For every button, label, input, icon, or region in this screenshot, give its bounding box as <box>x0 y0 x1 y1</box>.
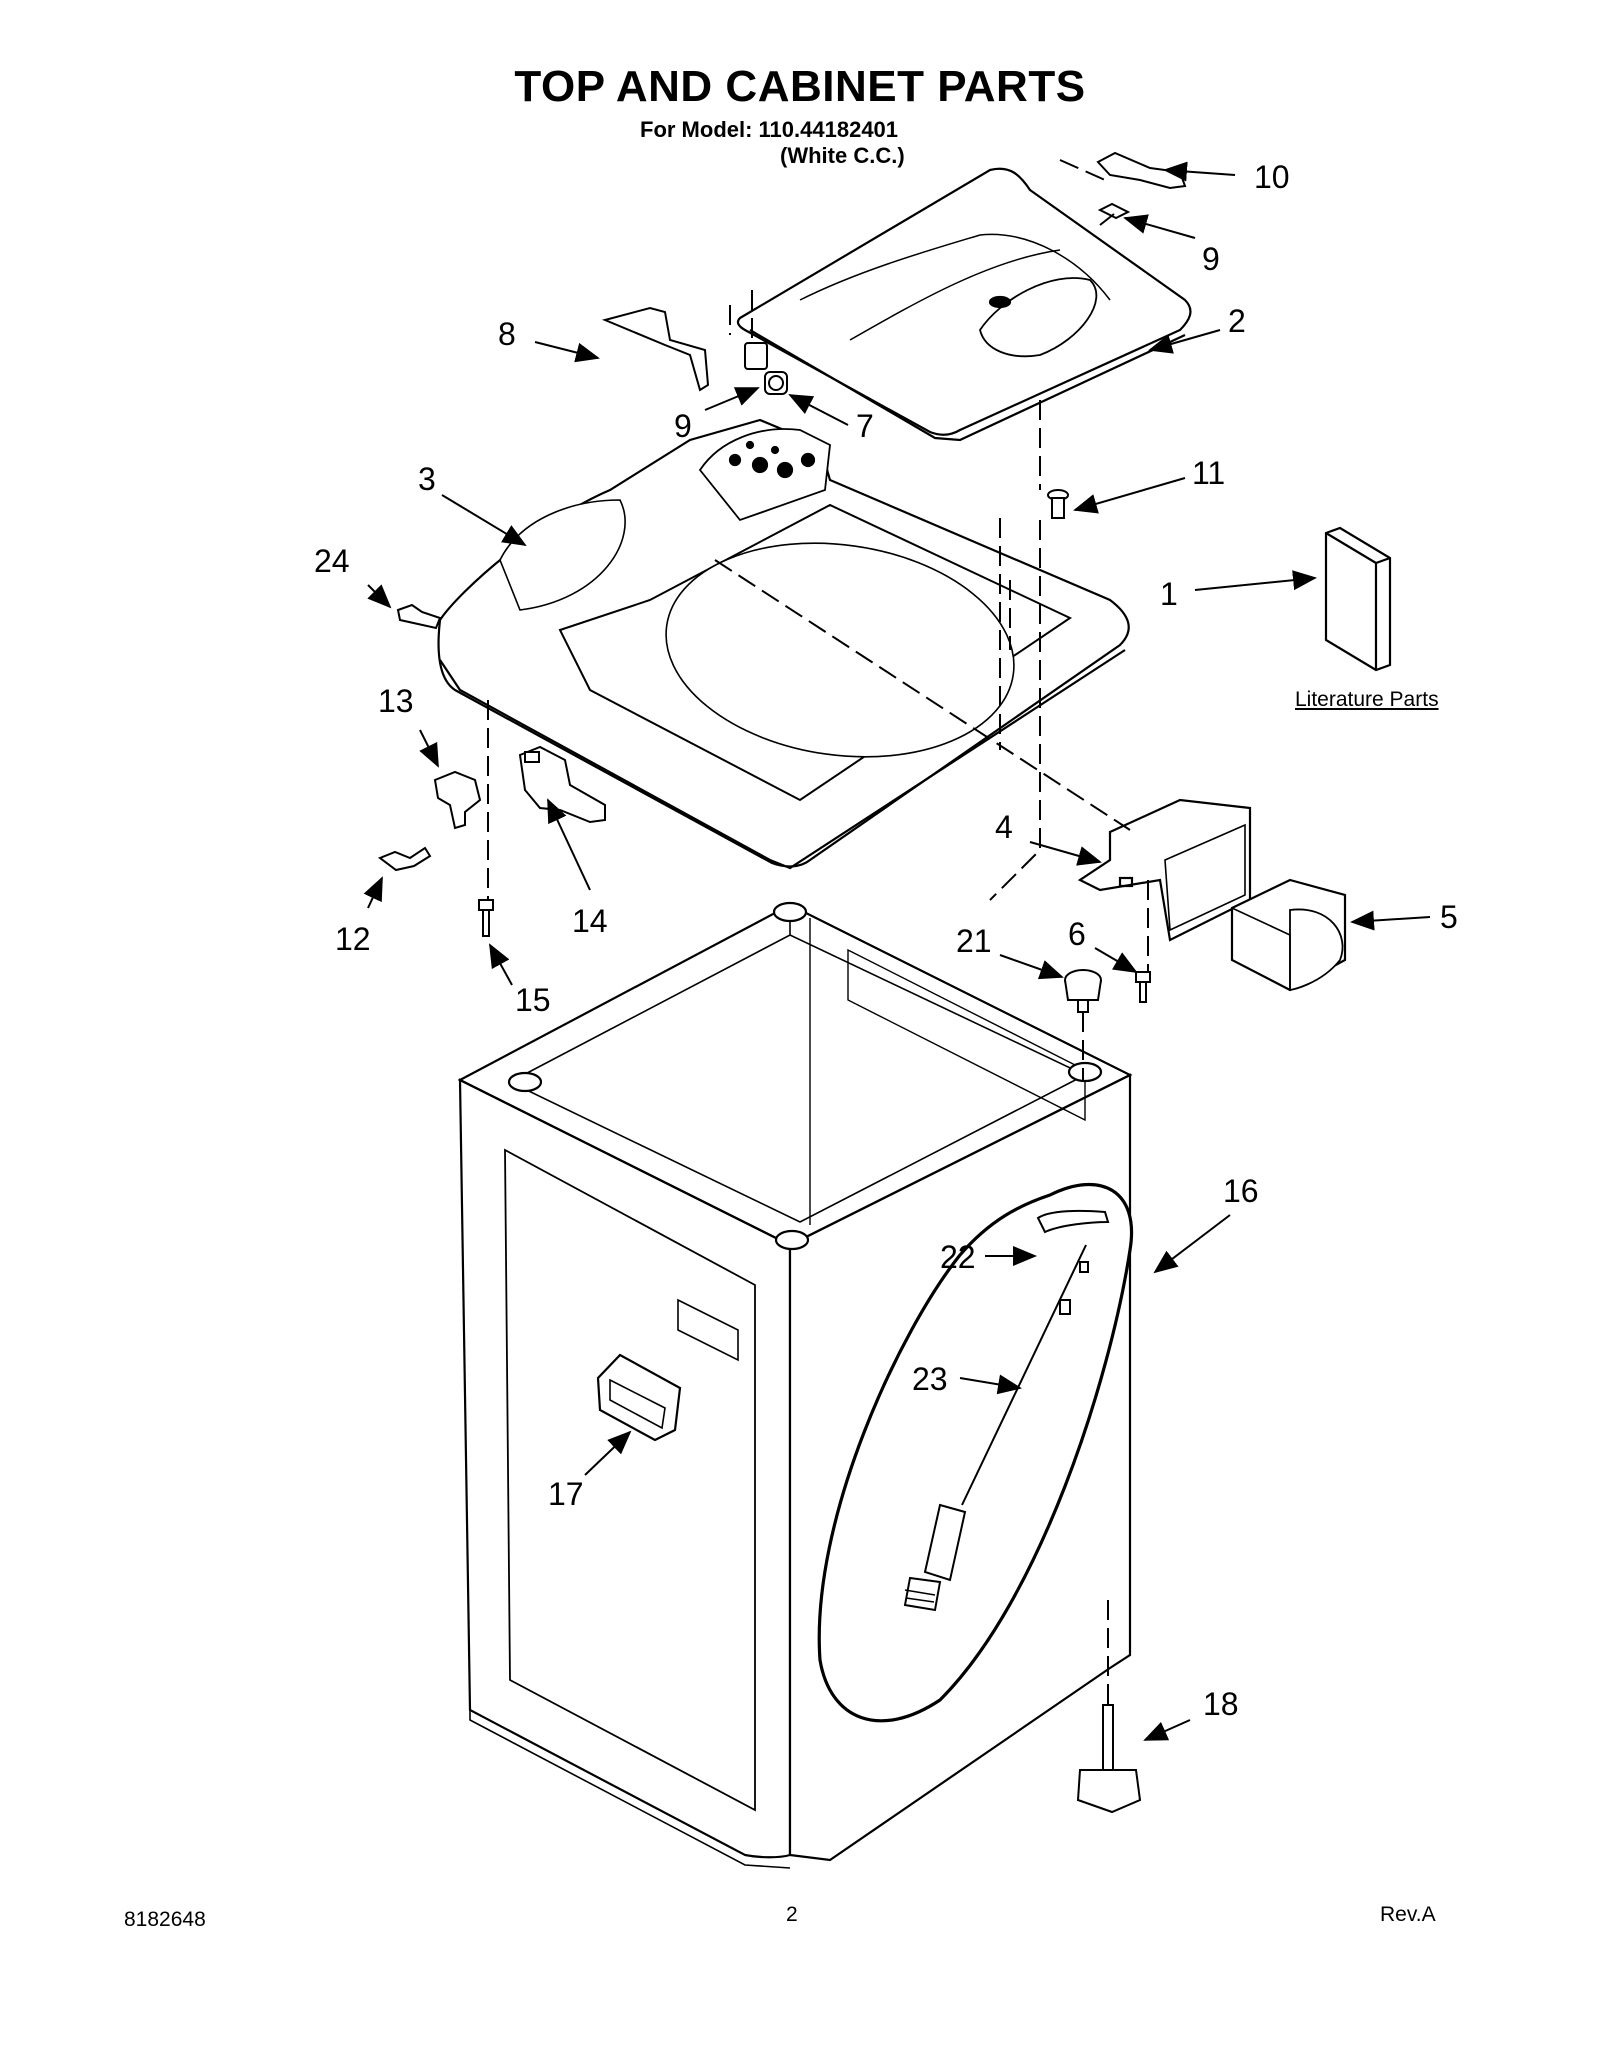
doc-number: 8182648 <box>124 1908 206 1931</box>
callout-2: 2 <box>1228 303 1246 339</box>
arrow-10 <box>1163 161 1236 182</box>
callout-13: 13 <box>378 683 414 719</box>
arrow-4 <box>1029 841 1102 866</box>
callout-9-top: 9 <box>1202 241 1220 277</box>
lid-latch-parts <box>1096 151 1187 226</box>
cabinet-handle <box>596 1353 682 1442</box>
dispenser-housing <box>1077 798 1252 942</box>
callout-labels: 10 9 2 8 9 7 11 3 1 24 13 14 12 15 4 5 6… <box>314 159 1458 1722</box>
callout-5: 5 <box>1440 899 1458 935</box>
arrow-17 <box>584 1430 632 1476</box>
callout-14: 14 <box>572 903 608 939</box>
arrow-23 <box>959 1374 1022 1395</box>
arrow-15 <box>489 943 513 986</box>
arrow-9-top <box>1123 214 1196 239</box>
arrow-12 <box>363 876 383 909</box>
arrow-18 <box>1143 1719 1191 1741</box>
model-variant: (White C.C.) <box>780 143 905 168</box>
callout-22: 22 <box>940 1239 976 1275</box>
callout-7: 7 <box>856 408 874 444</box>
callout-8: 8 <box>498 316 516 352</box>
callout-12: 12 <box>335 921 371 957</box>
callout-11: 11 <box>1192 455 1225 491</box>
cabinet-top-part <box>437 418 1130 870</box>
assembly-lines <box>487 159 1149 1705</box>
lid-part <box>736 167 1192 442</box>
callout-16: 16 <box>1223 1173 1259 1209</box>
leader-arrows <box>363 161 1431 1741</box>
page-number: 2 <box>786 1903 798 1926</box>
arrow-24 <box>367 584 392 609</box>
arrow-6 <box>1094 947 1138 974</box>
arrow-5 <box>1350 910 1431 931</box>
callout-18: 18 <box>1203 1686 1239 1722</box>
arrow-1 <box>1194 570 1317 591</box>
callout-3: 3 <box>418 461 436 497</box>
lid-switch-parts <box>433 745 606 830</box>
hinge-assembly <box>601 306 788 395</box>
model-number: For Model: 110.44182401 <box>640 117 899 142</box>
arrow-16 <box>1153 1214 1231 1274</box>
callout-10: 10 <box>1254 159 1290 195</box>
callout-4: 4 <box>995 809 1013 845</box>
screw-24 <box>396 603 442 630</box>
callout-24: 24 <box>314 543 350 579</box>
dispenser-drawer <box>1230 878 1347 992</box>
suspension-rod <box>903 1209 1110 1612</box>
inset-detail <box>817 1182 1134 1723</box>
callout-21: 21 <box>956 923 992 959</box>
screw-15 <box>478 899 494 937</box>
arrow-21 <box>999 954 1064 980</box>
callout-6: 6 <box>1068 916 1086 952</box>
literature-parts-label: Literature Parts <box>1295 688 1439 711</box>
callout-1: 1 <box>1160 576 1178 612</box>
literature-booklet <box>1324 526 1392 672</box>
arrow-8 <box>534 341 600 363</box>
leveling-leg <box>1076 1704 1142 1814</box>
page-title: TOP AND CABINET PARTS <box>514 62 1086 111</box>
arrow-13 <box>419 729 439 768</box>
screw-12 <box>377 846 432 872</box>
arrow-3 <box>441 494 527 547</box>
arrow-14 <box>547 798 591 891</box>
arrow-2 <box>1148 329 1221 354</box>
callout-15: 15 <box>515 982 551 1018</box>
callout-9-left: 9 <box>674 408 692 444</box>
callout-17: 17 <box>548 1476 584 1512</box>
callout-23: 23 <box>912 1361 948 1397</box>
arrow-9-left <box>704 387 760 411</box>
arrow-7 <box>788 394 849 426</box>
arrow-11 <box>1073 477 1186 514</box>
screw-6 <box>1135 971 1151 1003</box>
plug-part <box>1047 489 1069 519</box>
revision-label: Rev.A <box>1380 1903 1436 1926</box>
suspension-cap <box>1064 969 1102 1013</box>
